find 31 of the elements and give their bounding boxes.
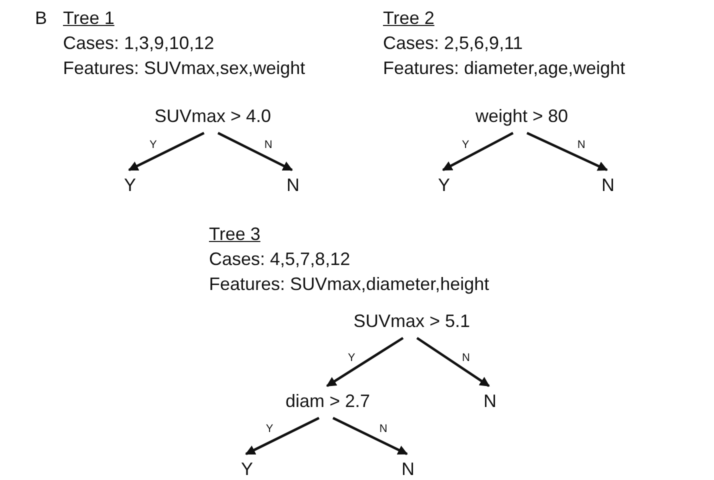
panel-letter: B — [35, 7, 48, 29]
tree-node-text: weight > 80 — [472, 101, 572, 133]
tree-heading: Tree 3 — [209, 223, 260, 245]
arrow — [526, 132, 608, 172]
tree-node-text: Y — [121, 170, 140, 202]
tree-node-text: N — [284, 170, 302, 202]
tree-node-text: N — [480, 386, 500, 418]
tree-info-text: Cases: 4,5,7,8,12 — [209, 248, 350, 270]
arrow — [442, 132, 514, 172]
arrow — [245, 416, 320, 456]
edge-label: Y — [346, 352, 356, 364]
arrow — [332, 416, 408, 456]
tree-node-text: SUVmax > 5.1 — [350, 306, 474, 338]
tree-info-text: Cases: 1,3,9,10,12 — [63, 32, 214, 54]
arrow — [416, 336, 490, 388]
tree-node-text: diam > 2.7 — [282, 386, 374, 418]
tree-heading: Tree 1 — [63, 7, 114, 29]
tree-info-text: Cases: 2,5,6,9,11 — [383, 32, 523, 54]
arrow — [217, 132, 293, 172]
tree-node-text: SUVmax > 4.0 — [152, 101, 274, 133]
tree-node-text: N — [598, 170, 618, 202]
tree-info-text: Features: SUVmax,sex,weight — [63, 57, 306, 79]
tree-node-text: Y — [238, 454, 256, 480]
tree-node-text: Y — [435, 170, 454, 202]
tree-info-text: Features: SUVmax,diameter,height — [209, 273, 490, 295]
tree-heading: Tree 2 — [383, 7, 434, 29]
tree-info-text: Features: diameter,age,weight — [383, 57, 626, 79]
edge-label: N — [460, 352, 471, 364]
tree-node-text: N — [398, 454, 418, 480]
arrow — [326, 336, 404, 388]
arrow — [128, 132, 205, 172]
